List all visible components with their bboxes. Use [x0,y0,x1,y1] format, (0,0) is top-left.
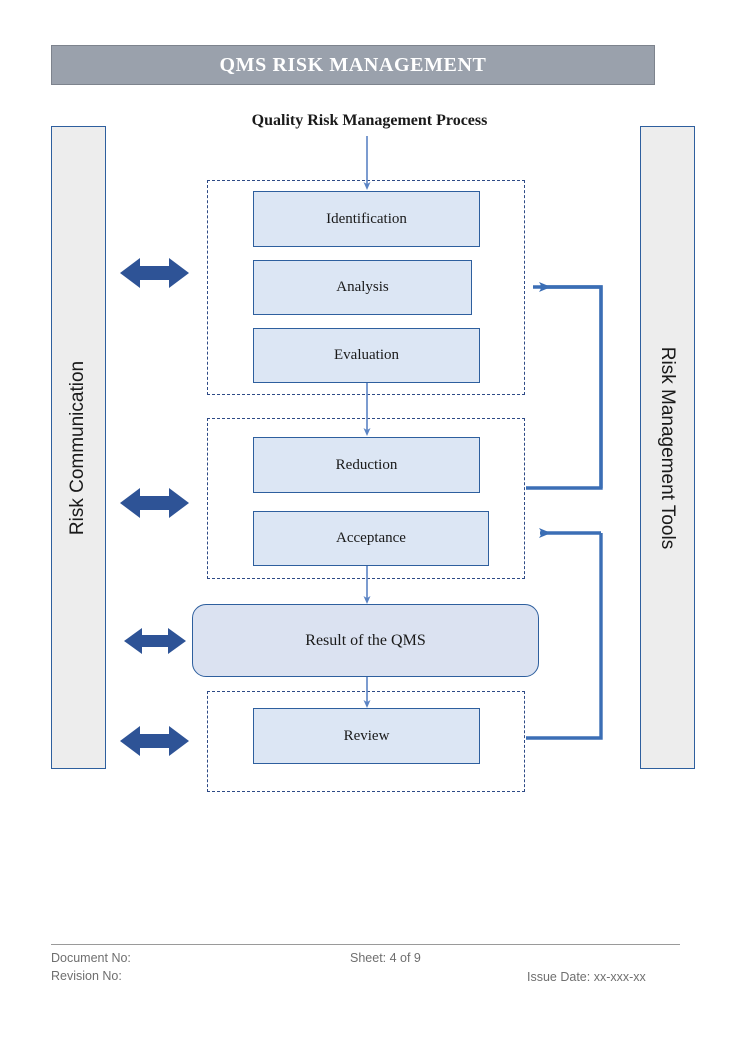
bidirectional-arrow-result [124,628,186,654]
feedback-loop-1-head [539,282,603,488]
footer-divider [51,944,680,945]
process-box-identification: Identification [253,191,480,247]
page-title: QMS RISK MANAGEMENT [219,53,487,76]
group-risk-assessment [207,180,525,395]
panel-risk-communication-label: Risk Communication [67,360,89,535]
diagram-title: Quality Risk Management Process [0,112,739,130]
group-risk-review [207,691,525,792]
footer-sheet-number: Sheet: 4 of 9 [350,951,421,965]
group-risk-control [207,418,525,579]
bidirectional-arrow-control [120,488,189,518]
header-banner: QMS RISK MANAGEMENT [51,45,655,85]
process-box-acceptance: Acceptance [253,511,489,566]
diagram-title-text: Quality Risk Management Process [251,112,488,129]
panel-risk-management-tools-label: Risk Management Tools [657,346,679,549]
process-box-analysis: Analysis [253,260,472,315]
bidirectional-arrow-assessment [120,258,189,288]
bidirectional-arrow-review [120,726,189,756]
footer-revision-no: Revision No: [51,969,122,983]
process-box-review: Review [253,708,480,764]
panel-risk-communication: Risk Communication [51,126,106,769]
process-box-reduction: Reduction [253,437,480,493]
footer-issue-date: Issue Date: xx-xxx-xx [527,970,646,984]
process-box-result-of-the-qms: Result of the QMS [192,604,539,677]
process-box-evaluation: Evaluation [253,328,480,383]
footer-document-no: Document No: [51,951,131,965]
panel-risk-management-tools: Risk Management Tools [640,126,695,769]
feedback-loop-reduction-to-analysis [526,285,603,490]
